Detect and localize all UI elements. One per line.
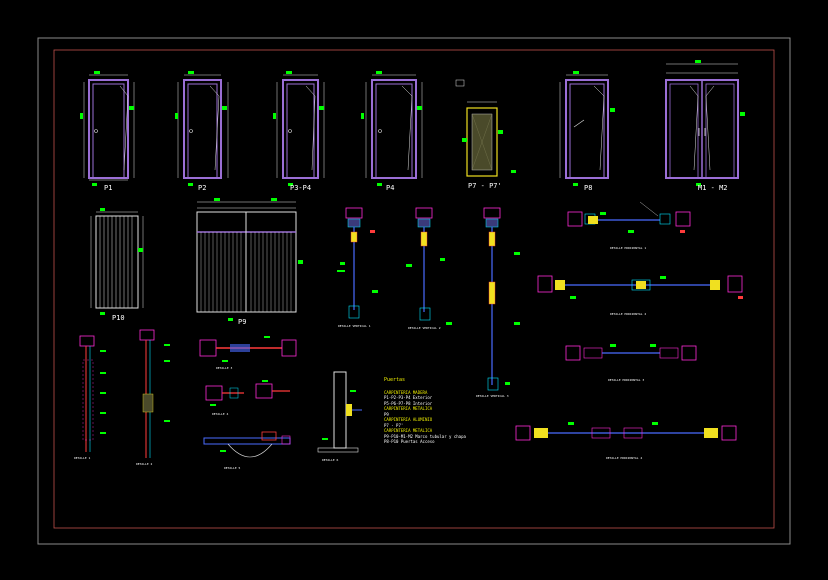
horizontal-detail-2: [537, 275, 743, 299]
caption-horizontal-1: DETALLE HORIZONTAL 1: [610, 246, 647, 250]
construction-detail-5: [203, 431, 291, 458]
notes-line: P1-P2-P3-P4 Exterior: [384, 395, 433, 400]
door-p3-p4-elevation: [273, 71, 325, 186]
vertical-section-3: [483, 207, 520, 391]
caption-horizontal-3: DETALLE HORIZONTAL 3: [608, 378, 645, 382]
caption-detail-6: DETALLE 6: [322, 458, 339, 462]
door-p9-elevation: [196, 198, 303, 321]
notes-line: CARPINTERIA METALICA: [384, 406, 433, 411]
notes-line: CARPINTERIA MADERA: [384, 389, 428, 395]
door-m1-m2-elevation: [665, 60, 745, 186]
label-p9: P9: [238, 318, 247, 326]
caption-detail-1: DETALLE 1: [74, 456, 91, 460]
caption-vertical-2: DETALLE VERTICAL 2: [408, 326, 441, 330]
door-p4-elevation: [361, 71, 423, 186]
label-p8: P8: [584, 184, 593, 192]
label-m1-m2: M1 - M2: [698, 184, 728, 192]
construction-detail-2: [139, 329, 170, 458]
notes-line: P7 - P7': [384, 422, 404, 428]
vertical-section-1: [337, 207, 378, 319]
label-p2: P2: [198, 184, 207, 192]
construction-detail-1: [79, 335, 106, 452]
horizontal-detail-3: [565, 344, 697, 361]
notes-title: Puertas: [384, 377, 406, 383]
caption-detail-3: DETALLE 3: [216, 366, 233, 370]
vertical-section-2: [406, 207, 452, 325]
notes-line: CARPINTERIA METALICA: [384, 428, 433, 433]
caption-detail-5: DETALLE 5: [224, 466, 241, 470]
inner-frame: [53, 49, 775, 529]
caption-detail-4: DETALLE 4: [212, 412, 229, 416]
door-p7-elevation: [455, 79, 516, 177]
label-p10: P10: [112, 314, 125, 322]
caption-horizontal-4: DETALLE HORIZONTAL 4: [606, 456, 643, 460]
horizontal-detail-1: [567, 201, 691, 233]
label-p4: P4: [386, 184, 395, 192]
notes-line: P9-P10-M1-M2 Marco tubular y chapa: [384, 433, 466, 439]
label-p3-p4: P3-P4: [290, 184, 312, 192]
horizontal-detail-4: [515, 422, 737, 441]
caption-horizontal-2: DETALLE HORIZONTAL 2: [610, 312, 647, 316]
label-p7: P7 - P7': [468, 182, 502, 190]
notes-line: P5-P6-P7-P8 Interior: [384, 400, 433, 406]
caption-detail-2: DETALLE 2: [136, 462, 153, 466]
notes-line: P8-P10 Puertas Acceso: [384, 439, 435, 444]
door-notes: Puertas CARPINTERIA MADERA P1-P2-P3-P4 E…: [384, 377, 466, 445]
construction-detail-4: [205, 380, 290, 406]
caption-vertical-3: DETALLE VERTICAL 3: [476, 394, 509, 398]
outer-frame: [37, 37, 791, 545]
door-p2-elevation: [175, 71, 229, 186]
door-p8-elevation: [559, 71, 615, 186]
construction-detail-3: [199, 336, 297, 362]
notes-line: P9: [384, 411, 389, 417]
label-p1: P1: [104, 184, 113, 192]
construction-detail-6: [317, 371, 362, 453]
notes-line: CARPINTERIA ALUMINIO: [384, 417, 433, 422]
door-p10-elevation: [90, 208, 144, 315]
door-p1-elevation: [80, 71, 135, 186]
caption-vertical-1: DETALLE VERTICAL 1: [338, 324, 371, 328]
